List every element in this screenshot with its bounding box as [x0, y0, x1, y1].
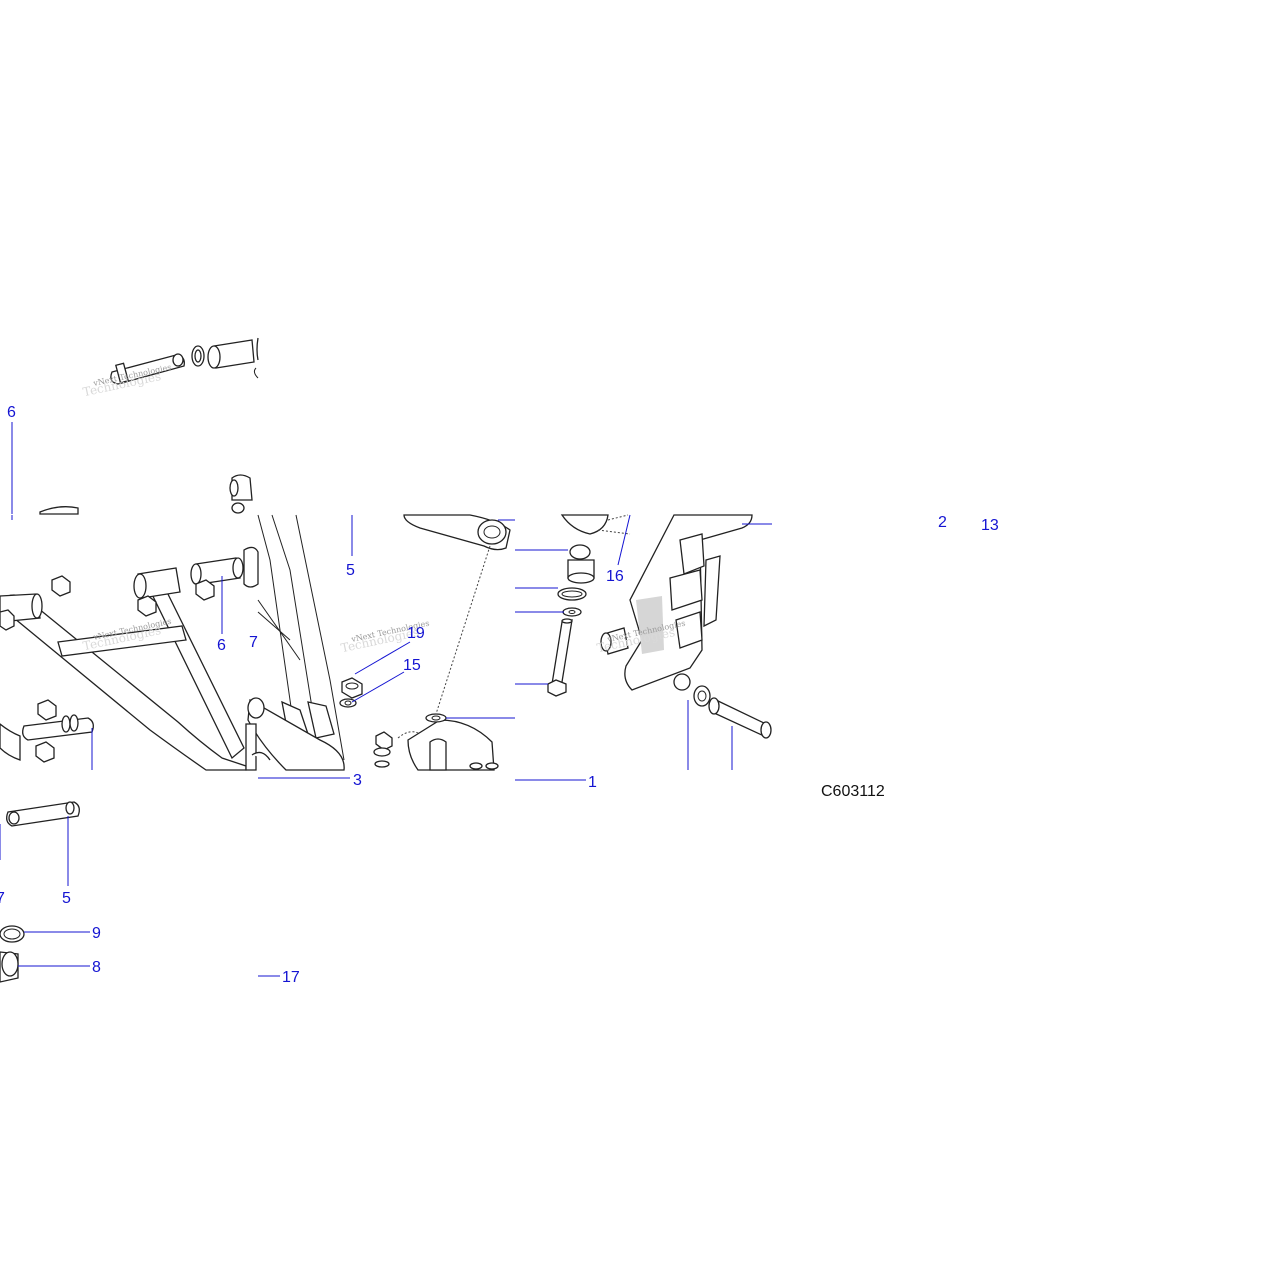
callout-5-lower: 5	[62, 890, 71, 907]
callout-16: 16	[606, 568, 624, 585]
callout-13: 13	[981, 517, 999, 534]
callout-3: 3	[353, 772, 362, 789]
callout-2: 2	[938, 514, 947, 531]
callout-8: 8	[92, 959, 101, 976]
callout-7-band: 7	[249, 634, 258, 651]
ball-joint-and-knuckle-frame	[515, 514, 772, 781]
callout-15: 15	[403, 657, 421, 674]
callout-6-band: 6	[217, 637, 226, 654]
callout-19: 19	[407, 625, 425, 642]
lower-strip-parts	[0, 801, 280, 983]
callout-1: 1	[588, 774, 597, 791]
lower-a-arm	[0, 515, 259, 771]
callout-6-top: 6	[7, 404, 16, 421]
upper-arm-and-knuckle	[245, 514, 515, 779]
callouts: 6 2 13 5 16 6 7 19 15 3 1 5 7 9 8 17	[0, 404, 999, 986]
drawing-code: C603112	[821, 783, 885, 800]
callout-9: 9	[92, 925, 101, 942]
callout-5-center: 5	[346, 562, 355, 579]
callout-17: 17	[282, 969, 300, 986]
callout-7-lower: 7	[0, 890, 5, 907]
top-strip-parts	[11, 337, 259, 515]
